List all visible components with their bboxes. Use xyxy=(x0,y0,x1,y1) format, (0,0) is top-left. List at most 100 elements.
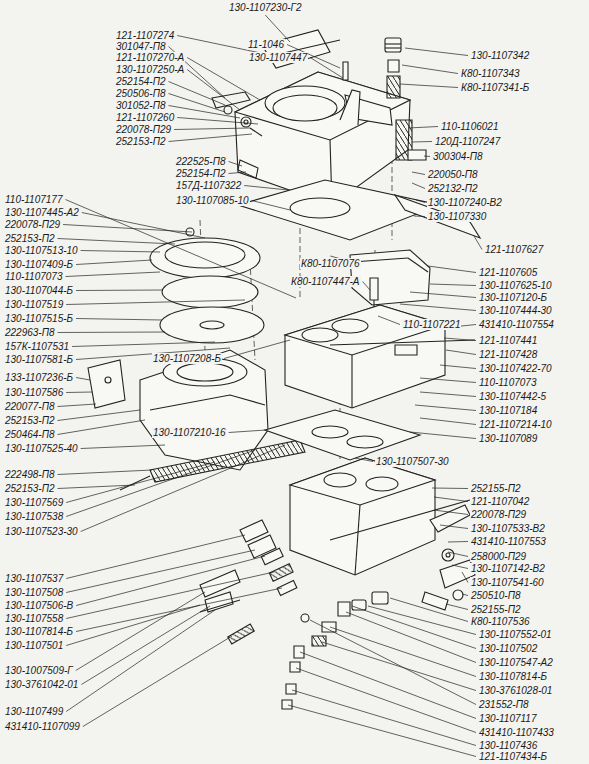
callout-number: 130-1107409-Б xyxy=(4,259,74,270)
leader-line xyxy=(58,470,152,475)
callout-number: 157К-1107531 xyxy=(4,341,70,352)
callout-number: 130-1107240-В2 xyxy=(427,197,503,208)
callout-number: 231552-П8 xyxy=(478,699,530,710)
callout-number: 121-1107214-10 xyxy=(478,419,553,430)
leader-line xyxy=(428,266,476,273)
leader-line xyxy=(412,141,432,143)
callout-number: 130-1107444-30 xyxy=(478,305,553,316)
callout-number: 220078-П29 xyxy=(4,219,61,230)
callout-number: 133-1107236-Б xyxy=(4,372,74,383)
leader-line xyxy=(462,594,468,596)
callout-number: 250464-П8 xyxy=(4,429,56,440)
callout-number: 130-1107814-Б xyxy=(4,626,74,637)
callout-number: 110-1107221 xyxy=(402,319,461,330)
callout-number: 222963-П8 xyxy=(4,327,56,338)
leader-line xyxy=(265,15,290,42)
leader-line xyxy=(296,668,476,733)
callout-number: 130-1107210-16 xyxy=(152,427,227,438)
leader-line xyxy=(169,82,225,106)
callout-number: 130-1107044-Б xyxy=(4,285,74,296)
leader-line xyxy=(408,127,438,129)
leader-line xyxy=(378,316,400,325)
callout-number: К80-1107447-А xyxy=(290,276,361,287)
leader-line xyxy=(434,497,468,502)
callout-number: 252153-П2 xyxy=(4,483,56,494)
base-gasket xyxy=(265,410,420,460)
callout-number: К80-1107343 xyxy=(460,68,521,79)
callout-number: 130-1107501 xyxy=(4,640,64,651)
leader-line xyxy=(81,445,285,532)
leader-line xyxy=(416,200,425,203)
leader-line xyxy=(66,550,255,593)
callout-number: 252155-П2 xyxy=(470,604,522,615)
leader-line xyxy=(58,410,140,421)
leader-line xyxy=(66,610,215,712)
callout-number: 130-1107208-Б xyxy=(152,353,222,364)
callout-number: 110-1106021 xyxy=(440,121,499,132)
leader-line xyxy=(402,65,458,74)
leader-line xyxy=(76,260,152,265)
float-chamber-body xyxy=(285,305,475,408)
leader-line xyxy=(352,606,476,649)
callout-number: 130-1107533-В2 xyxy=(470,523,546,534)
leader-line xyxy=(420,392,476,397)
leader-line xyxy=(229,162,242,167)
leader-line xyxy=(410,432,476,439)
callout-number: 130-1107085-10 xyxy=(175,195,250,206)
callout-number: 301047-П8 xyxy=(115,41,167,52)
callout-number: 130-1107538 xyxy=(4,511,64,522)
leader-line xyxy=(65,272,160,277)
cover-gasket xyxy=(238,180,480,240)
leader-line xyxy=(76,319,162,321)
leader-line xyxy=(58,239,175,245)
callout-number: 130-3761042-01 xyxy=(4,679,79,690)
leader-line xyxy=(224,340,290,359)
callout-number: 220078-П29 xyxy=(470,509,527,520)
callout-number: 130-1107537 xyxy=(4,573,64,584)
callout-number: 252155-П2 xyxy=(470,483,522,494)
leader-line xyxy=(66,462,215,503)
callout-number: 130-1107442-5 xyxy=(478,391,547,402)
diaphragm-assembly xyxy=(150,228,264,343)
leader-line xyxy=(414,216,425,218)
leader-line xyxy=(452,565,468,569)
callout-number: 130-1107508 xyxy=(4,587,64,598)
callout-number: 121-1107274 xyxy=(115,30,175,41)
leader-line xyxy=(400,84,458,88)
callout-number: 121-1107605 xyxy=(478,267,538,278)
callout-number: 130-1107523-30 xyxy=(4,526,79,537)
bracket xyxy=(88,360,125,408)
callout-number: 110-1107177 xyxy=(4,194,63,205)
leader-line xyxy=(462,572,468,583)
callout-number: 130-1107117 xyxy=(478,713,537,724)
callout-number: 11-1046 xyxy=(247,39,285,50)
leader-line xyxy=(66,605,200,646)
callout-number: 130-1107814-Б xyxy=(478,671,548,682)
callout-number: 130-1107569 xyxy=(4,497,64,508)
callout-number: 130-1107184 xyxy=(478,405,538,416)
leader-line xyxy=(169,94,225,113)
leader-line xyxy=(292,690,476,746)
leader-line xyxy=(410,292,476,298)
leader-line xyxy=(66,450,255,517)
leader-line xyxy=(412,183,425,189)
leader-line xyxy=(424,156,430,158)
leader-line xyxy=(76,378,90,381)
callout-number: 130-1107089 xyxy=(478,433,538,444)
callout-number: 252153-П2 xyxy=(115,136,167,147)
callout-number: 130-1107506-В xyxy=(4,600,74,611)
leader-line xyxy=(346,612,476,663)
leader-line xyxy=(446,350,476,355)
leader-line xyxy=(400,304,476,311)
callout-number: 250510-П8 xyxy=(470,590,522,601)
callout-number: 130-1107422-70 xyxy=(478,363,553,374)
callout-number: 130-1107445-А2 xyxy=(4,207,80,218)
callout-number: 110-1107073 xyxy=(4,271,63,282)
leader-line xyxy=(169,134,252,142)
leader-line xyxy=(65,200,296,299)
leader-line xyxy=(310,58,343,79)
callout-number: 130-1107515-Б xyxy=(4,313,74,324)
callout-number: 130-1107625-10 xyxy=(478,280,553,291)
leader-line xyxy=(310,620,476,705)
callout-number: 222498-П8 xyxy=(4,469,56,480)
